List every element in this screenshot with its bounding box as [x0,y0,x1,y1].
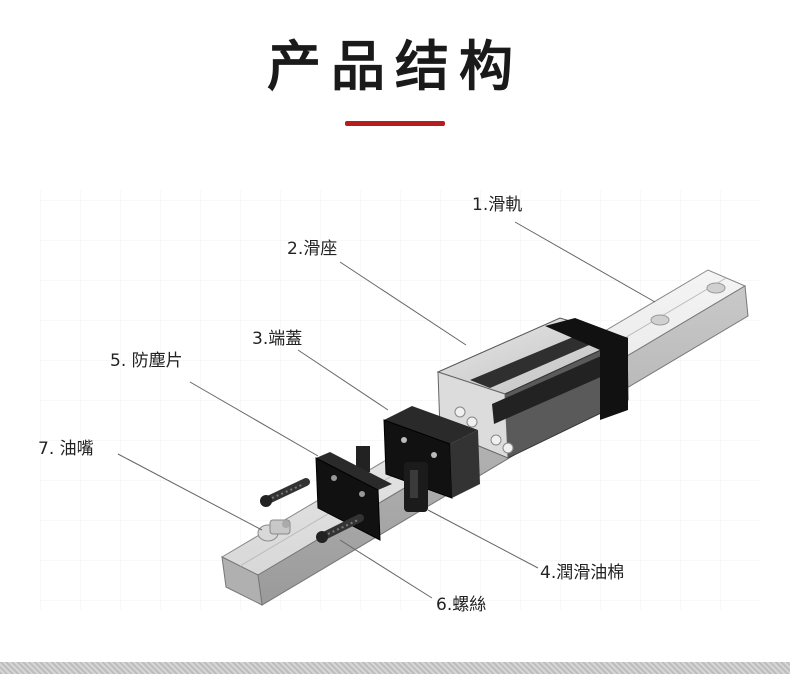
callout-carriage: 2.滑座 [287,239,338,259]
callout-rail: 1.滑軌 [472,195,523,215]
callout-seal: 5. 防塵片 [110,351,183,371]
title-underline [345,121,445,126]
callout-grease-nipple: 7. 油嘴 [38,439,94,459]
seal-plate [315,452,392,541]
callout-screw: 6.螺絲 [436,595,487,615]
bottom-band [0,662,790,674]
screw-upper [260,478,310,507]
lubrication-pad [356,446,428,512]
background-grid [40,190,760,610]
end-cap [383,406,480,499]
callout-end-cap: 3.端蓋 [252,329,303,349]
page-title: 产品结构 [267,35,523,98]
grease-nipple [257,519,291,542]
carriage-block [436,317,629,459]
screw-lower [316,514,364,543]
leader-lines [117,221,656,599]
callout-lubrication-pad: 4.潤滑油棉 [540,563,625,583]
